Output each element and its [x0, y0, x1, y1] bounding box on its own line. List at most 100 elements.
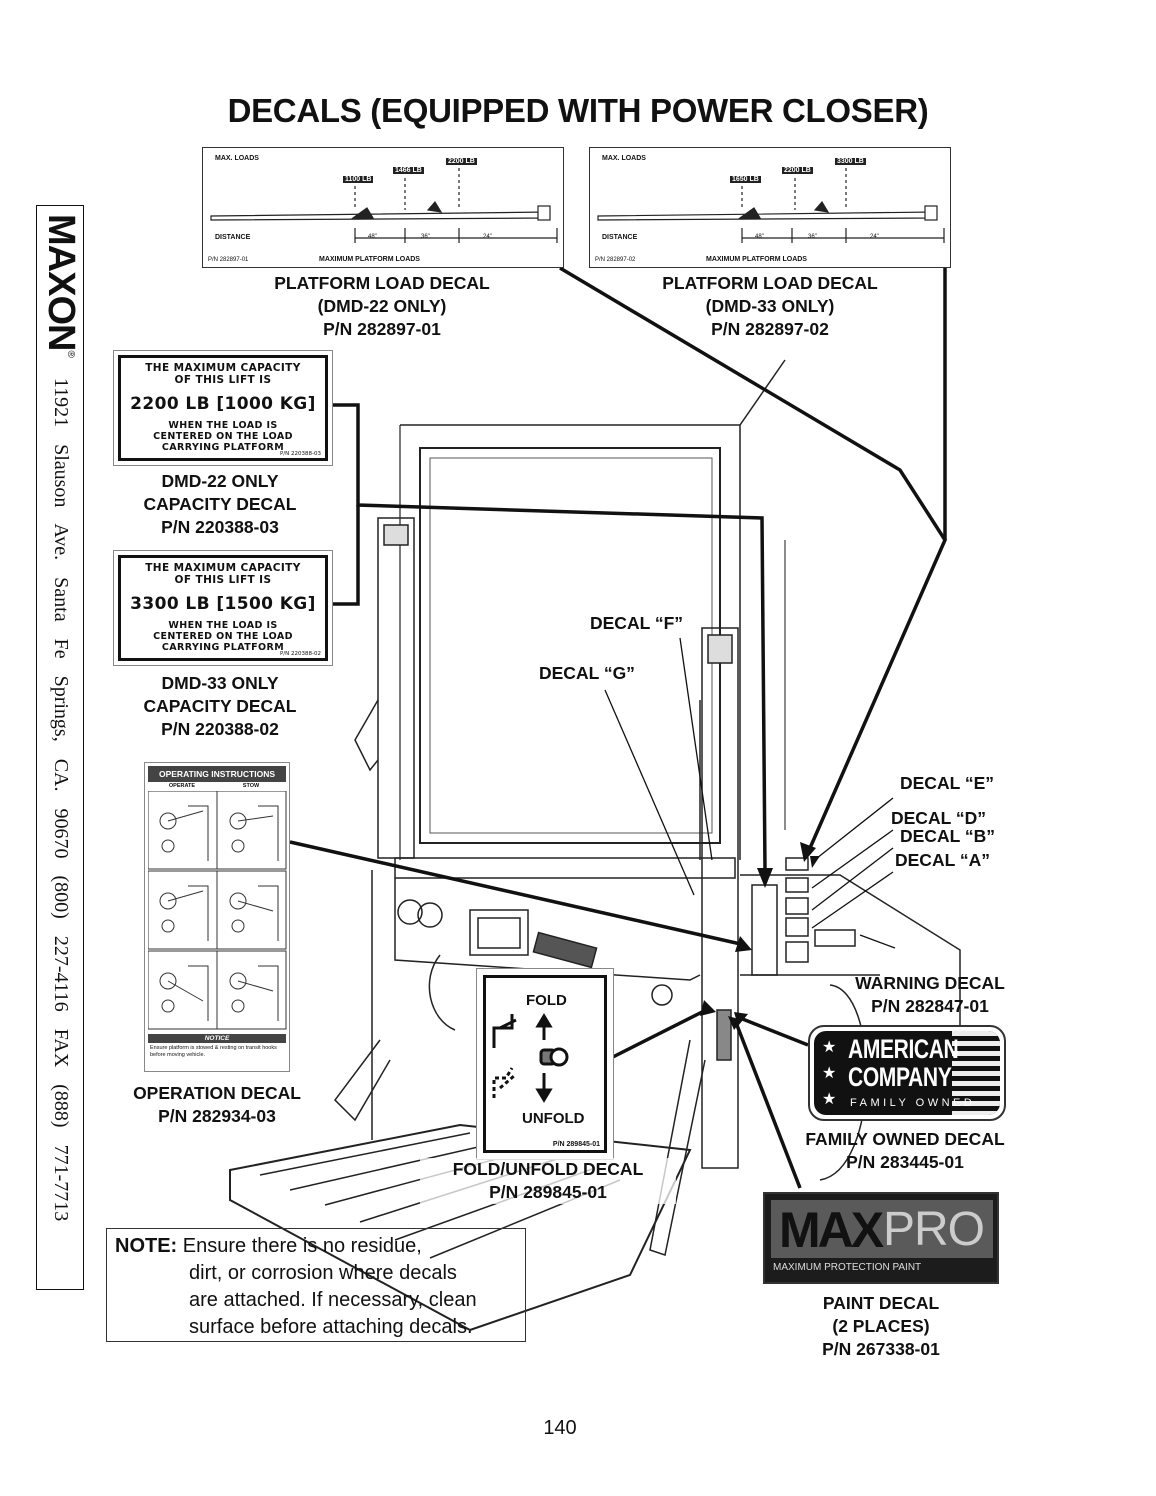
family-decal-text: COMPANY: [848, 1062, 952, 1092]
star-icon: ★: [822, 1039, 837, 1056]
caption-line: FOLD/UNFOLD DECAL: [452, 1159, 644, 1179]
caption-line: P/N 220388-03: [161, 517, 279, 537]
decal-b-callout: DECAL “B”: [900, 826, 995, 846]
caption-line: CAPACITY DECAL: [143, 696, 297, 716]
capacity-decal-33: THE MAXIMUM CAPACITY OF THIS LIFT IS 330…: [118, 555, 328, 661]
load-value: 2200 LB: [782, 167, 813, 174]
note-text: Ensure there is no residue,: [182, 1235, 422, 1257]
capacity-value: 2200 LB [1000 KG]: [130, 394, 316, 414]
decal-pn: P/N 220388-03: [279, 451, 321, 457]
load-value: 3300 LB: [835, 158, 866, 165]
decal-d-callout: DECAL “D”: [891, 808, 986, 828]
caption-line: FAMILY OWNED DECAL: [805, 1129, 1005, 1149]
distance-value: 24": [870, 234, 879, 240]
star-icon: ★: [822, 1091, 837, 1108]
caption-line: PLATFORM LOAD DECAL: [662, 273, 878, 293]
paint-decal-max: MAX: [779, 1202, 884, 1258]
operation-header: OPERATING INSTRUCTIONS: [148, 766, 286, 782]
operation-decal-caption: OPERATION DECAL P/N 282934-03: [100, 1082, 334, 1128]
family-decal-text: FAMILY OWNED: [850, 1097, 976, 1109]
caption-line: PAINT DECAL: [822, 1293, 940, 1313]
caption-line: P/N 282897-02: [711, 319, 829, 339]
star-icon: ★: [822, 1065, 837, 1082]
decal-pn: P/N 220388-02: [279, 651, 321, 657]
platform-load-decal-22-caption: PLATFORM LOAD DECAL (DMD-22 ONLY) P/N 28…: [232, 272, 532, 341]
distance-value: 36": [421, 234, 430, 240]
decal-text: CENTERED ON THE LOAD: [153, 631, 293, 642]
max-loads-label: MAX. LOADS: [602, 155, 646, 162]
page-title: DECALS (EQUIPPED WITH POWER CLOSER): [227, 92, 929, 129]
caption-line: OPERATION DECAL: [133, 1083, 301, 1103]
load-value: 1650 LB: [730, 176, 761, 183]
decal-e-callout: DECAL “E”: [900, 773, 994, 793]
decal-text: CENTERED ON THE LOAD: [153, 431, 293, 442]
distance-value: 48": [368, 234, 377, 240]
platform-diagram: [210, 168, 558, 243]
operation-column: OPERATE: [168, 783, 196, 789]
distance-label: DISTANCE: [602, 234, 638, 241]
caption-line: (2 PLACES): [832, 1316, 930, 1336]
decal-text: THE MAXIMUM CAPACITY: [145, 362, 301, 374]
notice-header: NOTICE: [148, 1034, 286, 1043]
caption-line: P/N 289845-01: [489, 1182, 607, 1202]
platform-load-decal-33-caption: PLATFORM LOAD DECAL (DMD-33 ONLY) P/N 28…: [620, 272, 920, 341]
fold-unfold-decal-caption: FOLD/UNFOLD DECAL P/N 289845-01: [420, 1158, 676, 1204]
page-number: 140: [543, 1417, 577, 1439]
paint-decal-pro: PRO: [883, 1203, 985, 1256]
caption-line: WARNING DECAL: [855, 973, 1005, 993]
operation-column: STOW: [242, 783, 260, 789]
decal-text: WHEN THE LOAD IS: [168, 620, 278, 631]
caption-line: PLATFORM LOAD DECAL: [274, 273, 490, 293]
decal-pn: P/N 282897-01: [208, 257, 249, 263]
capacity-decal-22-caption: DMD-22 ONLY CAPACITY DECAL P/N 220388-03: [100, 470, 340, 539]
note-label: NOTE:: [115, 1235, 178, 1257]
caption-line: (DMD-33 ONLY): [705, 296, 835, 316]
caption-line: (DMD-22 ONLY): [317, 296, 447, 316]
operation-decal: OPERATING INSTRUCTIONS OPERATE STOW NOTI…: [144, 762, 290, 1072]
decal-g-callout: DECAL “G”: [539, 663, 635, 683]
note-text: are attached. If necessary, clean: [189, 1289, 477, 1311]
platform-diagram: [597, 168, 945, 243]
paint-decal-subtitle: MAXIMUM PROTECTION PAINT: [773, 1262, 922, 1273]
family-owned-decal-caption: FAMILY OWNED DECAL P/N 283445-01: [790, 1128, 1020, 1174]
capacity-value: 3300 LB [1500 KG]: [130, 594, 316, 614]
fold-unfold-decal: FOLD UNFOLD P/N 289845-01: [483, 975, 607, 1153]
caption-line: P/N 267338-01: [822, 1339, 940, 1359]
sidebar: MAXON ® 11921 Slauson Ave. Santa Fe Spri…: [36, 205, 84, 1290]
decal-text: THE MAXIMUM CAPACITY: [145, 562, 301, 574]
paint-decal: MAX PRO MAXIMUM PROTECTION PAINT: [763, 1192, 999, 1284]
fold-switch-illustration: [492, 1013, 569, 1103]
warning-decal-caption: WARNING DECAL P/N 282847-01: [830, 972, 1030, 1018]
platform-load-decal-22: MAX. LOADS 1100 LB 1466 LB 2200 LB DISTA…: [202, 147, 564, 268]
operation-steps-illustration: [148, 791, 287, 1030]
max-loads-label: MAX. LOADS: [215, 155, 259, 162]
decal-text: CARRYING PLATFORM: [161, 442, 285, 453]
decal-text: WHEN THE LOAD IS: [168, 420, 278, 431]
capacity-decal-33-caption: DMD-33 ONLY CAPACITY DECAL P/N 220388-02: [100, 672, 340, 741]
caption-line: DMD-33 ONLY: [161, 673, 279, 693]
paint-decal-caption: PAINT DECAL (2 PLACES) P/N 267338-01: [780, 1292, 982, 1361]
family-owned-decal: ★ ★ ★ AMERICAN COMPANY FAMILY OWNED: [808, 1025, 1006, 1121]
decal-text: OF THIS LIFT IS: [174, 574, 272, 586]
note-box: NOTE: Ensure there is no residue, dirt, …: [106, 1228, 526, 1342]
decal-pn: P/N 282897-02: [595, 257, 636, 263]
caption-line: CAPACITY DECAL: [143, 494, 297, 514]
note-text: dirt, or corrosion where decals: [189, 1262, 457, 1284]
note-text: surface before attaching decals.: [189, 1316, 473, 1338]
distance-value: 48": [755, 234, 764, 240]
decal-f-callout: DECAL “F”: [590, 613, 684, 633]
caption-line: P/N 282897-01: [323, 319, 441, 339]
decal-text: CARRYING PLATFORM: [161, 642, 285, 653]
decal-footer: MAXIMUM PLATFORM LOADS: [319, 256, 420, 263]
decal-a-callout: DECAL “A”: [895, 850, 990, 870]
platform-load-decal-33: MAX. LOADS 1650 LB 2200 LB 3300 LB DISTA…: [589, 147, 951, 268]
notice-text: Ensure platform is stowed & resting on t…: [150, 1045, 277, 1058]
decal-pn: P/N 289845-01: [552, 1141, 600, 1148]
caption-line: DMD-22 ONLY: [161, 471, 279, 491]
distance-label: DISTANCE: [215, 234, 251, 241]
decal-text: OF THIS LIFT IS: [174, 374, 272, 386]
family-decal-text: AMERICAN: [848, 1034, 959, 1064]
distance-value: 24": [483, 234, 492, 240]
decal-footer: MAXIMUM PLATFORM LOADS: [706, 256, 807, 263]
